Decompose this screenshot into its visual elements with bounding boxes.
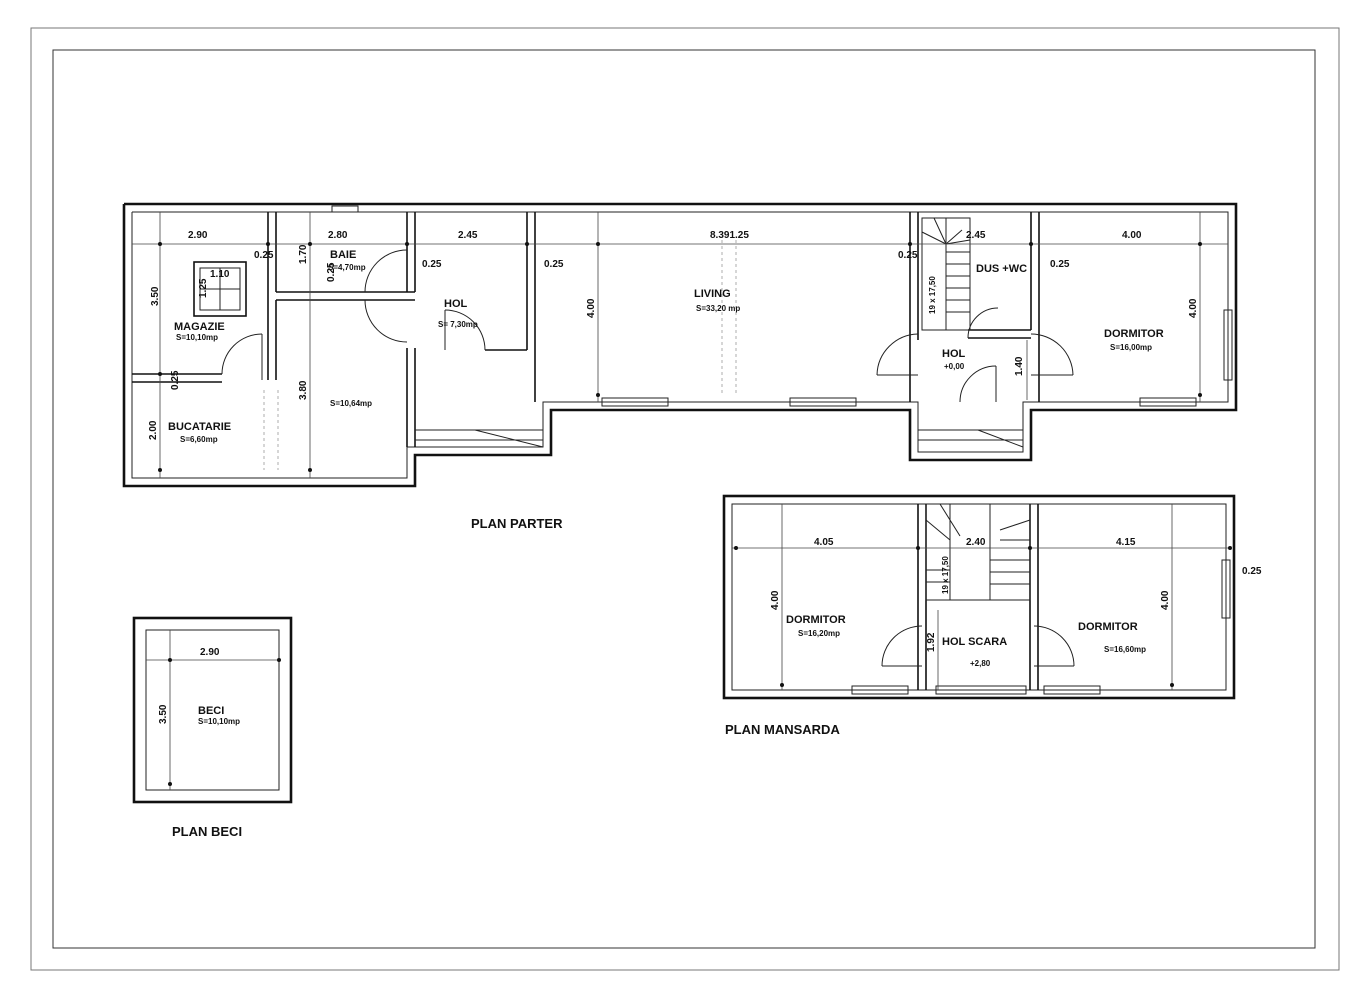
room-label-hol: HOL <box>444 298 468 310</box>
dim-1-25: 1.25 <box>198 278 209 298</box>
dim-0-25-c: 0.25 <box>544 259 564 270</box>
dim-1-10: 1.10 <box>210 269 230 280</box>
room-label-hol-scara: HOL SCARA <box>942 636 1007 648</box>
parter-outer-wall <box>122 202 1238 488</box>
mansarda-outer-wall <box>722 494 1236 700</box>
room-area-dormitor: S=16,00mp <box>1110 343 1152 352</box>
dim-2-45-a: 2.45 <box>458 230 478 241</box>
room-area-hol: S= 7,30mp <box>438 320 478 329</box>
dim-stair-mansarda: 19 x 17,50 <box>941 556 950 594</box>
room-area-magazie: S=10,10mp <box>176 333 218 342</box>
parter-interior-stair <box>921 217 971 331</box>
plan-mansarda: 4.05 2.40 4.15 0.25 4.00 4.00 1.92 19 x … <box>722 494 1262 737</box>
mansarda-stair <box>925 503 1031 601</box>
magazie-fixture <box>193 261 247 317</box>
plan-beci-title: PLAN BECI <box>172 824 242 839</box>
dim-0-25-e: 0.25 <box>1050 259 1070 270</box>
room-label-dus-wc: DUS +WC <box>976 263 1027 275</box>
dim-0-25-a: 0.25 <box>254 250 274 261</box>
dim-3-80: 3.80 <box>298 380 309 400</box>
dim-4-00-mansarda-right: 4.00 <box>1160 590 1171 610</box>
dim-1-70: 1.70 <box>298 244 309 264</box>
room-label-dormitor-right: DORMITOR <box>1078 621 1138 633</box>
dim-0-25-d: 0.25 <box>898 250 918 261</box>
dim-beci-2-90: 2.90 <box>200 647 220 658</box>
room-label-dormitor-left: DORMITOR <box>786 614 846 626</box>
room-label-baie: BAIE <box>330 249 356 261</box>
dim-4-00-dormitor: 4.00 <box>1188 298 1199 318</box>
parter-dimension-lines <box>132 212 1228 478</box>
inner-sheet-frame <box>52 49 1316 949</box>
dim-2-90: 2.90 <box>188 230 208 241</box>
dim-dormitor-width: 4.00 <box>1122 230 1142 241</box>
dim-2-40: 2.40 <box>966 537 986 548</box>
plan-parter-title: PLAN PARTER <box>471 516 563 531</box>
room-label-hol-2: HOL <box>942 348 966 360</box>
room-label-beci: BECI <box>198 705 224 717</box>
outer-sheet-frame <box>30 27 1340 971</box>
dim-beci-3-50: 3.50 <box>158 704 169 724</box>
dim-4-00-living: 4.00 <box>586 298 597 318</box>
dim-stair-parter: 19 x 17,50 <box>928 276 937 314</box>
parter-entrance-steps <box>415 410 1024 448</box>
room-label-bucatarie: BUCATARIE <box>168 421 231 433</box>
room-area-dormitor-left: S=16,20mp <box>798 629 840 638</box>
dim-1-92: 1.92 <box>926 632 937 652</box>
dim-0-25-v: 0.25 <box>326 262 337 282</box>
plan-beci: 2.90 3.50 BECI S=10,10mp PLAN BECI <box>132 616 293 839</box>
room-area-baie: S=4,70mp <box>328 263 366 272</box>
plan-mansarda-title: PLAN MANSARDA <box>725 722 840 737</box>
dim-4-00-mansarda-left: 4.00 <box>770 590 781 610</box>
room-label-dormitor: DORMITOR <box>1104 328 1164 340</box>
dim-0-25-mansarda: 0.25 <box>1242 566 1262 577</box>
room-area-bucatarie: S=6,60mp <box>180 435 218 444</box>
dim-2-80: 2.80 <box>328 230 348 241</box>
dim-living-width: 8.391.25 <box>710 230 749 241</box>
level-hol-scara: +2,80 <box>970 659 991 668</box>
room-area-beci: S=10,10mp <box>198 717 240 726</box>
room-area-living: S=33,20 mp <box>696 304 740 313</box>
dim-2-00: 2.00 <box>148 420 159 440</box>
room-label-living: LIVING <box>694 288 731 300</box>
room-label-magazie: MAGAZIE <box>174 321 225 333</box>
plan-parter: MAGAZIE S=10,10mp BUCATARIE S=6,60mp BAI… <box>122 202 1238 531</box>
beci-outer-wall <box>132 616 293 804</box>
dim-2-45-b: 2.45 <box>966 230 986 241</box>
dim-0-25-bucatarie: 0.25 <box>170 370 181 390</box>
dim-4-05: 4.05 <box>814 537 834 548</box>
dim-4-15: 4.15 <box>1116 537 1136 548</box>
dim-0-25-b: 0.25 <box>422 259 442 270</box>
level-hol-2: +0,00 <box>944 362 965 371</box>
dim-1-40: 1.40 <box>1014 356 1025 376</box>
dim-3-50: 3.50 <box>150 286 161 306</box>
room-area-dormitor-right: S=16,60mp <box>1104 645 1146 654</box>
room-area-unnamed: S=10,64mp <box>330 399 372 408</box>
